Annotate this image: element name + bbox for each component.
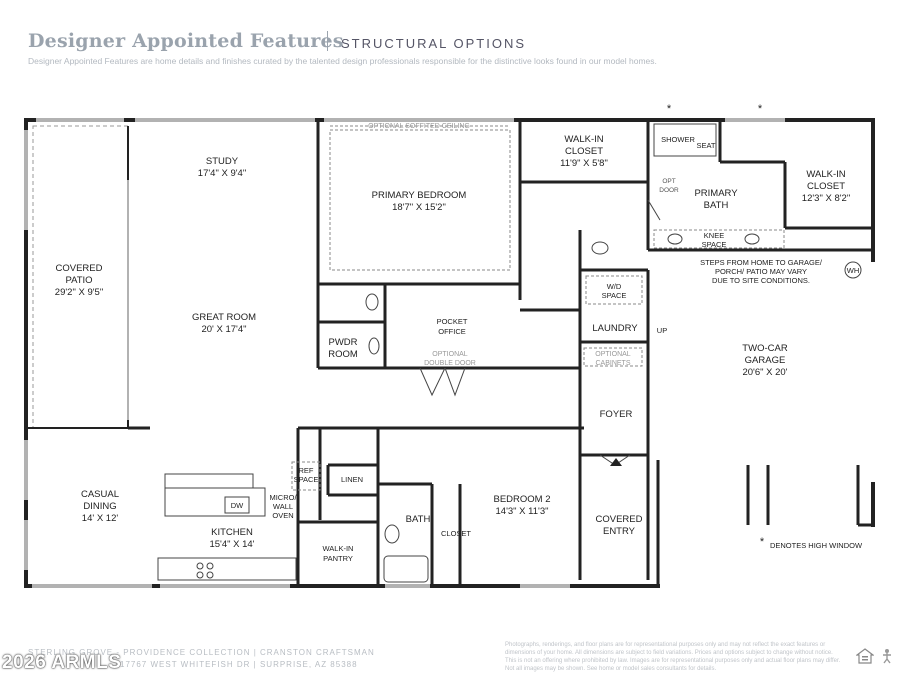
footer-community: STERLING GROVE - PROVIDENCE COLLECTION |…: [28, 648, 375, 657]
great-room-label: GREAT ROOM: [192, 312, 256, 323]
primary-bath-label-2: BATH: [704, 200, 729, 211]
optional-double-door-label-2: DOUBLE DOOR: [424, 360, 476, 367]
garage-label: TWO-CAR: [742, 343, 788, 354]
optional-cabinets-label: OPTIONAL: [595, 351, 631, 358]
bedroom2-dims: 14'3" X 11'3": [496, 506, 549, 517]
study-dims: 17'4" X 9'4": [198, 168, 246, 179]
page-description: Designer Appointed Features are home det…: [28, 56, 657, 66]
mls-watermark: 2026 ARMLS: [2, 652, 122, 673]
casual-dining-label-2: DINING: [83, 501, 116, 512]
walkin-pantry-label-2: PANTRY: [323, 554, 353, 563]
bedroom2-label: BEDROOM 2: [493, 494, 550, 505]
knee-space-label: KNEE: [704, 231, 724, 240]
garage-label-2: GARAGE: [745, 355, 786, 366]
optional-double-door-label: OPTIONAL: [432, 351, 468, 358]
study-label: STUDY: [206, 156, 239, 167]
micro-oven-label-2: WALL: [273, 502, 293, 511]
ref-space-label-2: SPACE: [294, 475, 319, 484]
walkin-closet-2-dims: 12'3" X 8'2": [802, 193, 850, 204]
shower-label: SHOWER: [661, 135, 695, 144]
garage-note-1: STEPS FROM HOME TO GARAGE/: [700, 258, 823, 267]
wd-space-label: W/D: [607, 282, 622, 291]
ref-space-label: REF: [299, 466, 314, 475]
equal-housing-icon: [856, 648, 874, 664]
kitchen-dims: 15'4" X 14': [209, 539, 254, 550]
walkin-closet-label-2: CLOSET: [565, 146, 603, 157]
title-divider: [327, 31, 328, 51]
covered-entry-label-2: ENTRY: [603, 526, 636, 537]
casual-dining-label: CASUAL: [81, 489, 119, 500]
walkin-closet-label: WALK-IN: [564, 134, 603, 145]
pwdr-room-label: PWDR: [328, 337, 357, 348]
covered-patio-dims: 29'2" X 9'5": [55, 287, 103, 298]
high-window-marker: *: [667, 103, 672, 115]
foyer-label: FOYER: [600, 409, 633, 420]
accessibility-icon: [883, 649, 891, 664]
high-window-note: DENOTES HIGH WINDOW: [770, 541, 863, 550]
pwdr-room-label-2: ROOM: [328, 349, 358, 360]
high-window-marker-2: *: [758, 103, 763, 115]
closet-label: CLOSET: [441, 529, 471, 538]
seat-label: SEAT: [696, 141, 715, 150]
opt-door-label: OPT: [662, 178, 675, 185]
up-label: UP: [657, 326, 667, 335]
garage-note-3: DUE TO SITE CONDITIONS.: [712, 276, 810, 285]
casual-dining-dims: 14' X 12': [82, 513, 119, 524]
wd-space-label-2: SPACE: [602, 291, 627, 300]
pocket-office-label-2: OFFICE: [438, 327, 466, 336]
walkin-closet-2-label: WALK-IN: [806, 169, 845, 180]
bath-label: BATH: [406, 514, 431, 525]
garage-dims: 20'6" X 20': [742, 367, 787, 378]
footer-disclaimer: Photographs, renderings, and floor plans…: [505, 642, 841, 672]
dishwasher-label: DW: [231, 501, 244, 510]
entry-arrow-icon: [610, 458, 622, 466]
walkin-closet-2-label-2: CLOSET: [807, 181, 845, 192]
optional-soffit-label: OPTIONAL SOFFITED CEILING: [368, 123, 470, 130]
page-subtitle: STRUCTURAL OPTIONS: [341, 36, 527, 51]
footer-address: 17767 WEST WHITEFISH DR | SURPRISE, AZ 8…: [120, 660, 358, 669]
page-title: Designer Appointed Features: [28, 30, 344, 52]
walkin-pantry-label: WALK-IN: [323, 544, 354, 553]
laundry-label: LAUNDRY: [592, 323, 638, 334]
micro-oven-label: MICRO/: [269, 493, 297, 502]
knee-space-label-2: SPACE: [702, 240, 727, 249]
pocket-office-label: POCKET: [437, 317, 468, 326]
high-window-legend-marker: *: [760, 536, 765, 548]
kitchen-island: [164, 473, 266, 517]
optional-cabinets-label-2: CABINETS: [595, 360, 630, 367]
opt-door-label-2: DOOR: [659, 187, 679, 194]
covered-entry-label: COVERED: [596, 514, 643, 525]
covered-patio-label: COVERED: [56, 263, 103, 274]
covered-patio-label-2: PATIO: [65, 275, 92, 286]
kitchen-label: KITCHEN: [211, 527, 253, 538]
walkin-closet-dims: 11'9" X 5'8": [560, 158, 608, 169]
water-heater-label: WH: [847, 266, 860, 275]
great-room-dims: 20' X 17'4": [201, 324, 246, 335]
linen-label: LINEN: [341, 475, 363, 484]
primary-bath-label: PRIMARY: [694, 188, 738, 199]
micro-oven-label-3: OVEN: [272, 511, 293, 520]
primary-bedroom-dims: 18'7" X 15'2": [392, 202, 446, 213]
primary-bedroom-label: PRIMARY BEDROOM: [372, 190, 467, 201]
garage-note-2: PORCH/ PATIO MAY VARY: [715, 267, 807, 276]
